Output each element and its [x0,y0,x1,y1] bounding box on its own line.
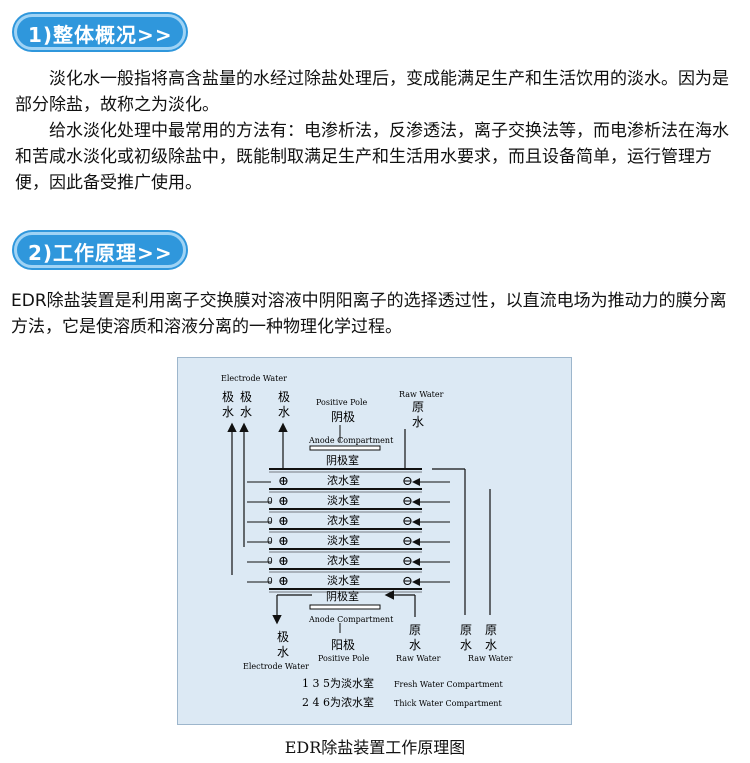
section-header-overview: 1)整体概况>> [14,12,190,52]
bottom-raw2-cn: 原 [485,623,497,637]
chamber-label: 浓水室 [327,473,360,487]
anode-compartment-label: Anode Compartment [308,436,394,445]
diagram-background [177,357,572,725]
diagram-caption: EDR除盐装置工作原理图 [284,738,466,757]
overview-text: 淡化水一般指将高含盐量的水经过除盐处理后，变成能满足生产和生活饮用的淡水。因为是… [15,66,735,196]
bottom-raw2-cn: 水 [485,638,497,652]
positive-pole-label: Positive Pole [316,398,368,407]
anion-symbol: ⊖ [402,574,413,589]
cation-symbol: ⊕ [278,534,289,549]
anion-symbol: ⊖ [402,474,413,489]
cation-symbol: ⊕ [278,554,289,569]
section-title: 2)工作原理>> [28,241,173,265]
bottom-raw-cn: 原 [409,623,421,637]
chamber-label: 淡水室 [327,573,360,587]
bottom-raw-label: Raw Water [396,654,441,663]
cation-symbol: ⊕ [278,514,289,529]
bottom-pole-label: Positive Pole [318,654,370,663]
bottom-electrode-cn: 水 [277,645,289,659]
bottom-raw2-cn: 水 [460,638,472,652]
chamber-label: 淡水室 [327,493,360,507]
electrode-water-cn: 极 [278,390,290,404]
legend-fresh-cn: 1 3 5为淡水室 [302,676,374,690]
anion-symbol: ⊖ [402,494,413,509]
anion-symbol: ⊖ [402,554,413,569]
cation-symbol: ⊕ [278,494,289,509]
principle-paragraph: EDR除盐装置是利用离子交换膜对溶液中阴阳离子的选择透过性，以直流电场为推动力的… [11,291,727,337]
raw-water-cn: 原 [412,400,424,414]
electrode-water-cn: 极 [240,390,252,404]
cation-symbol: ⊕ [278,574,289,589]
bottom-room-label: 阴极室 [326,589,359,603]
overview-paragraph-2: 给水淡化处理中最常用的方法有：电渗析法，反渗透法，离子交换法等，而电渗析法在海水… [15,121,729,193]
overview-paragraph-1: 淡化水一般指将高含盐量的水经过除盐处理后，变成能满足生产和生活饮用的淡水。因为是… [15,69,729,115]
electrode-water-cn: 水 [222,405,234,419]
anion-symbol: ⊖ [402,534,413,549]
bottom-raw2-label: Raw Water [468,654,513,663]
principle-text: EDR除盐装置是利用离子交换膜对溶液中阴阳离子的选择透过性，以直流电场为推动力的… [11,288,731,340]
header-pill [14,14,186,50]
electrode-water-cn: 极 [222,390,234,404]
cathode-plate [309,604,381,610]
bottom-electrode-cn: 极 [277,630,289,644]
header-pill [14,232,186,268]
cation-symbol: ⊕ [278,474,289,489]
bottom-electrode-label: Electrode Water [243,662,309,671]
electrode-water-cn: 水 [240,405,252,419]
electrode-water-label: Electrode Water [221,374,287,383]
bottom-raw2-cn: 原 [460,623,472,637]
raw-water-cn: 水 [412,415,424,429]
chamber-label: 浓水室 [327,553,360,567]
chamber-label: 淡水室 [327,533,360,547]
electrode-water-cn: 水 [278,405,290,419]
anode-plate [309,445,381,451]
anode-label: 阴极 [331,410,355,424]
raw-water-label: Raw Water [399,390,444,399]
top-room-label: 阴极室 [326,453,359,467]
bottom-raw-cn: 水 [409,638,421,652]
legend-thick-en: Thick Water Compartment [394,699,502,708]
section-title: 1)整体概况>> [28,23,173,47]
chamber-label: 浓水室 [327,513,360,527]
bottom-pole-cn: 阳极 [331,638,355,652]
bottom-compartment-label: Anode Compartment [308,615,394,624]
legend-thick-cn: 2 4 6为浓水室 [302,695,374,709]
anion-symbol: ⊖ [402,514,413,529]
edr-diagram: Electrode Water 极 水 极 水 极 水 Positive Pol… [177,357,572,725]
section-header-principle: 2)工作原理>> [14,230,190,270]
legend-fresh-en: Fresh Water Compartment [394,680,503,689]
